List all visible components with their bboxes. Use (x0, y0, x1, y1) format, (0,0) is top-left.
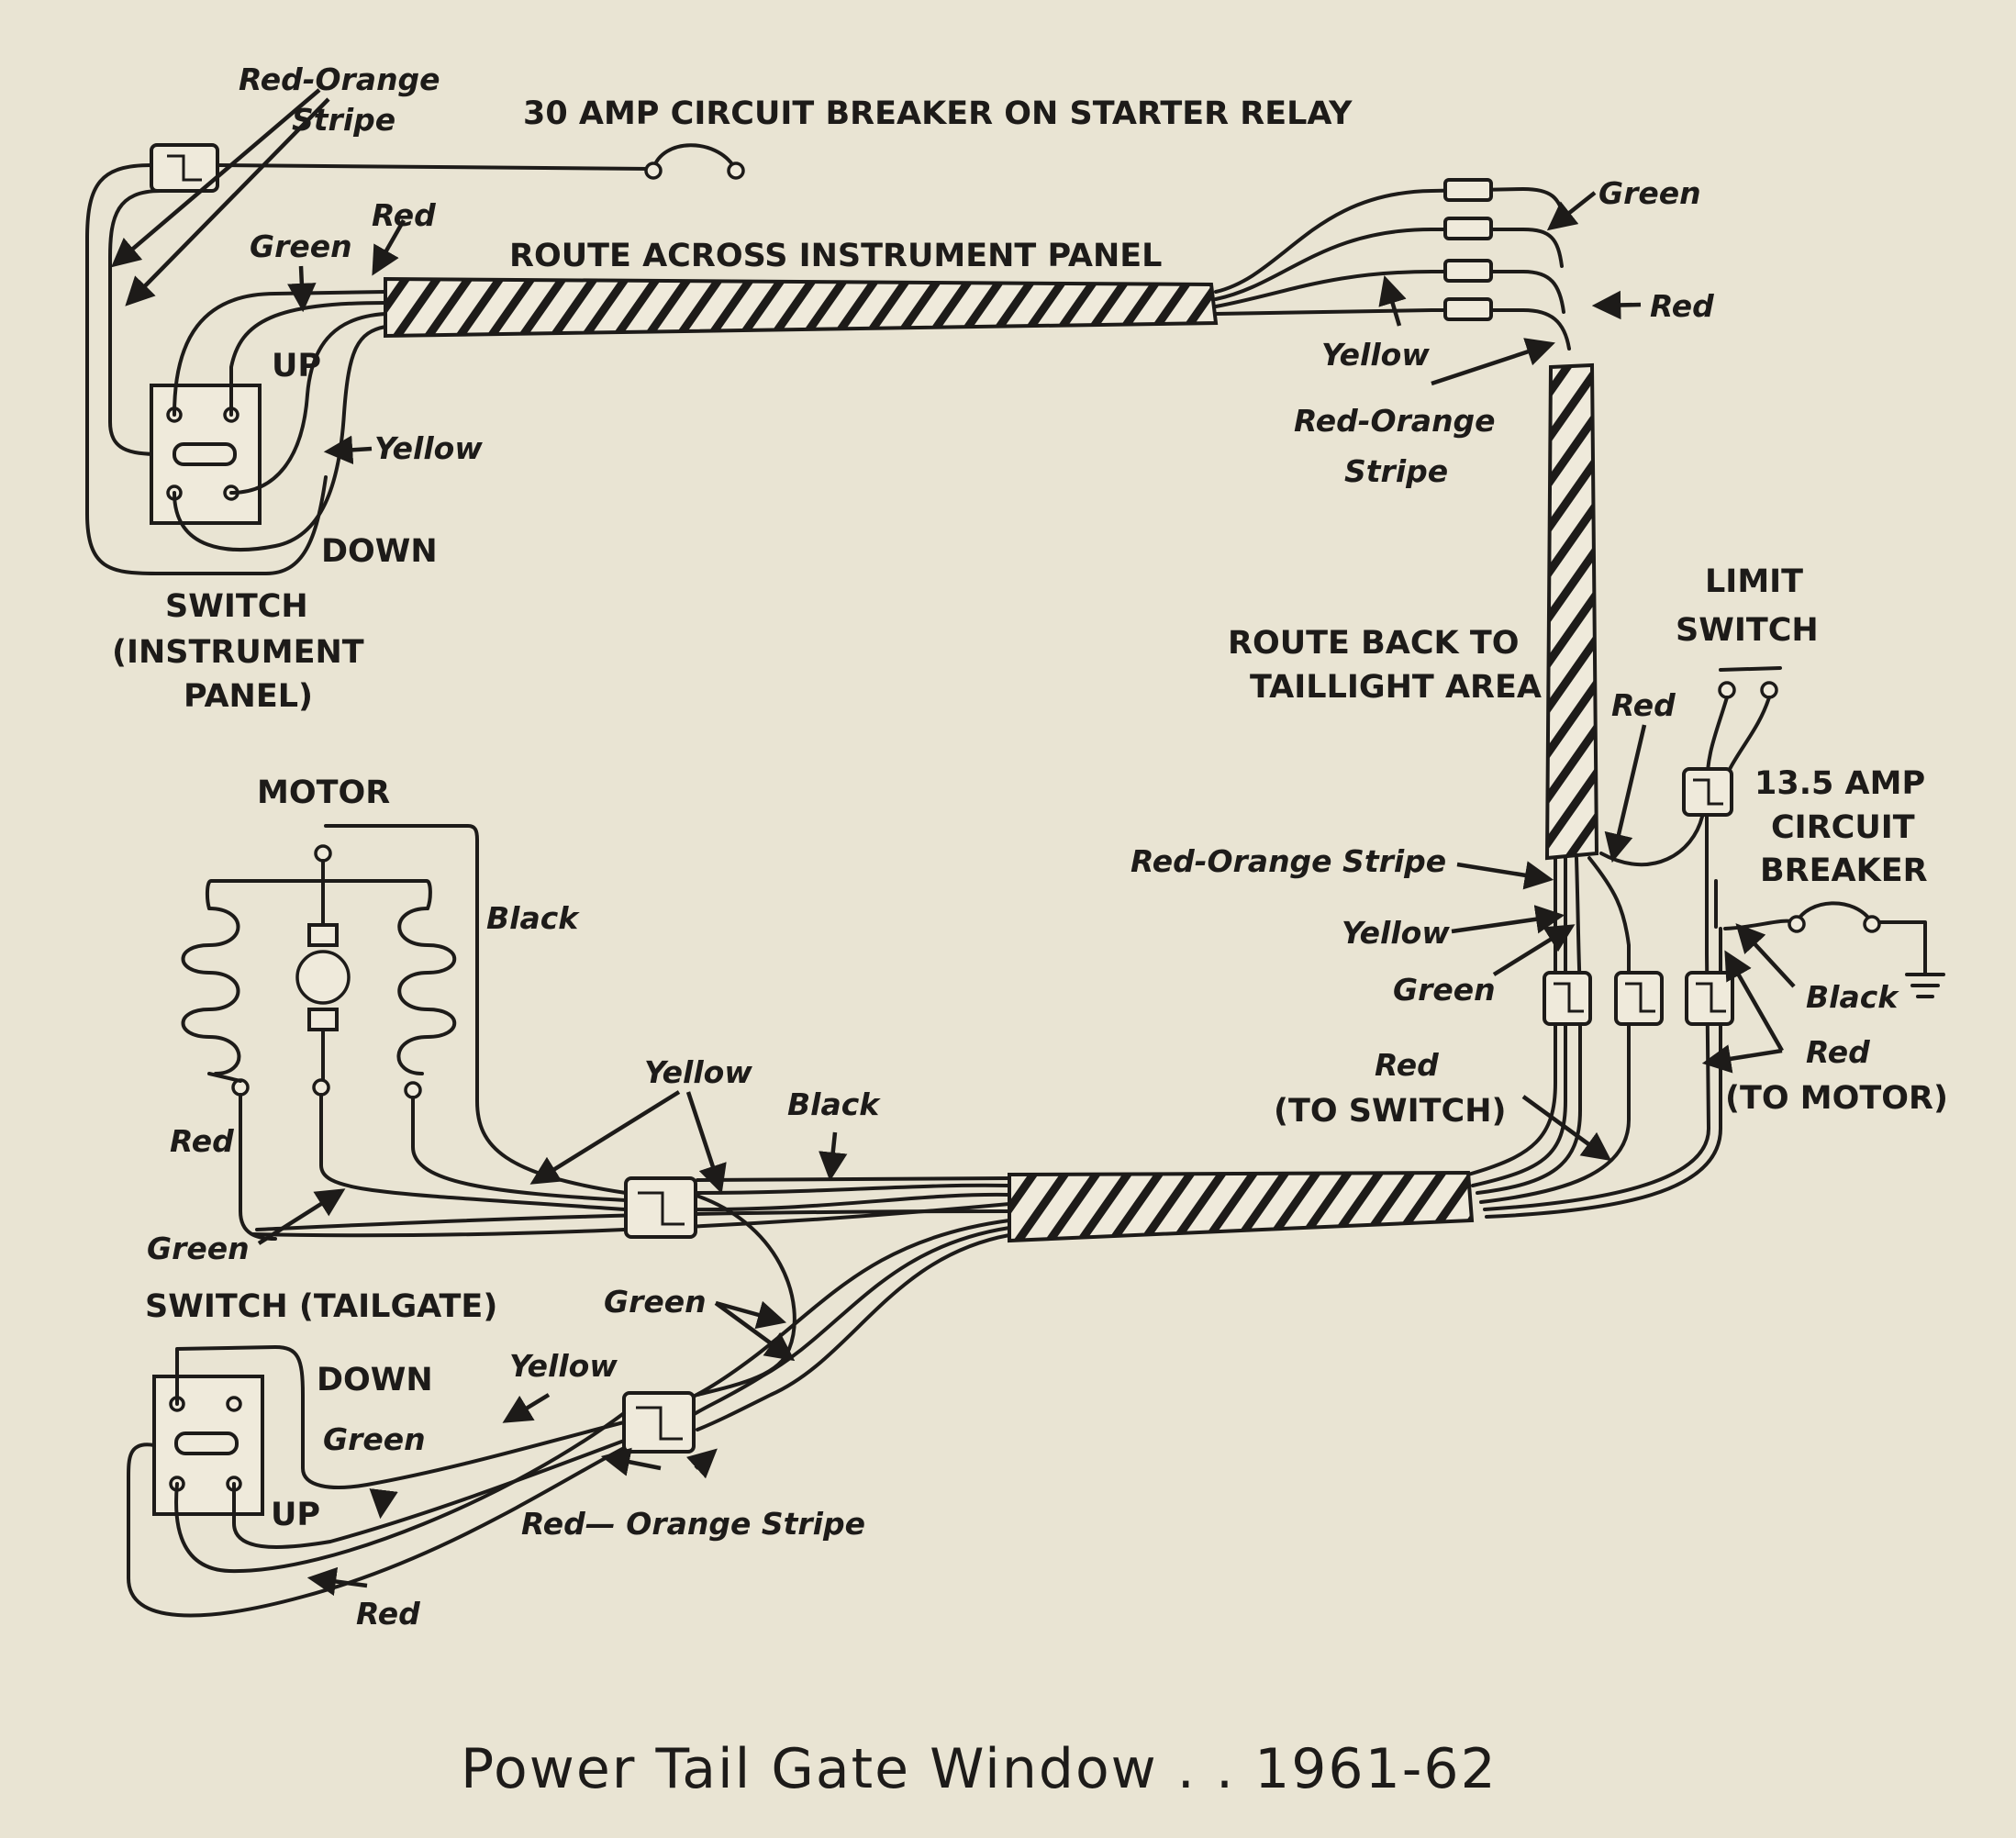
label-30amp-breaker: 30 AMP CIRCUIT BREAKER ON STARTER RELAY (523, 95, 1353, 132)
label-red-to-switch-2: (TO SWITCH) (1274, 1093, 1507, 1130)
label-green-mid: Green (1393, 972, 1496, 1008)
label-down-tg: DOWN (317, 1362, 433, 1398)
diagram-title: Power Tail Gate Window . . 1961-62 (461, 1737, 1498, 1801)
label-route-back-1: ROUTE BACK TO (1228, 625, 1519, 662)
label-green-conn: Green (604, 1284, 707, 1320)
instrument-panel-switch-group (85, 143, 1219, 575)
label-yellow-tg: Yellow (509, 1348, 618, 1384)
label-switch-ip-3: PANEL) (184, 678, 313, 715)
label-switch-tailgate: SWITCH (TAILGATE) (145, 1288, 497, 1325)
harness-instrument-panel (384, 276, 1219, 339)
limit-switch-symbol (1719, 666, 1782, 672)
right-harness-group (1214, 178, 1945, 1219)
label-switch-ip-1: SWITCH (165, 588, 308, 625)
label-route-across: ROUTE ACROSS INSTRUMENT PANEL (509, 238, 1162, 274)
label-red-tg: Red (356, 1596, 420, 1632)
motor-symbol (181, 824, 628, 1241)
connector-upper (624, 1176, 697, 1239)
lower-harness-group (127, 824, 1475, 1618)
label-limit-1: LIMIT (1705, 563, 1803, 600)
label-black-motor: Black (486, 900, 580, 936)
label-switch-ip-2: (INSTRUMENT (112, 634, 364, 671)
label-red-to-switch-1: Red (1375, 1047, 1439, 1083)
label-13-5amp-1: 13.5 AMP (1754, 765, 1925, 802)
label-red-motor: Red (170, 1123, 234, 1159)
label-red-orange-stripe-mid: Red-Orange Stripe (1131, 843, 1446, 879)
label-red-to-motor-2: (TO MOTOR) (1725, 1080, 1948, 1117)
label-yellow-conn: Yellow (644, 1054, 752, 1090)
label-red-orange-stripe-top-2: Stripe (292, 102, 395, 138)
label-yellow-mid: Yellow (1342, 915, 1450, 951)
label-green-ip: Green (250, 228, 352, 264)
label-red-orange-stripe-top-1: Red-Orange (239, 61, 440, 97)
label-13-5amp-3: BREAKER (1760, 852, 1928, 889)
label-red-limit: Red (1611, 687, 1676, 723)
label-red-orange-stripe-bot: Red— Orange Stripe (521, 1506, 865, 1542)
ground-symbol (1905, 973, 1945, 998)
label-yellow-ip: Yellow (374, 430, 483, 466)
label-limit-2: SWITCH (1676, 612, 1819, 649)
label-13-5amp-2: CIRCUIT (1771, 809, 1915, 846)
breaker-30amp-symbol (652, 143, 736, 171)
label-green-right: Green (1598, 175, 1701, 211)
label-up-ip: UP (272, 348, 321, 384)
label-up-tg: UP (271, 1497, 320, 1533)
label-red-orange-right-1: Red-Orange (1294, 403, 1496, 439)
label-red-orange-right-2: Stripe (1344, 453, 1448, 489)
label-yellow-right: Yellow (1321, 337, 1430, 373)
label-black-ground: Black (1806, 979, 1899, 1015)
label-route-back-2: TAILLIGHT AREA (1250, 669, 1542, 706)
label-green-motor: Green (147, 1231, 250, 1266)
label-motor: MOTOR (257, 774, 390, 811)
label-down-ip: DOWN (321, 533, 438, 570)
connector-lower (622, 1391, 696, 1454)
label-red-ip: Red (372, 197, 436, 233)
label-red-to-motor-1: Red (1806, 1034, 1870, 1070)
harness-vertical (1544, 362, 1599, 861)
label-green-tg: Green (323, 1421, 426, 1457)
label-red-right: Red (1650, 288, 1714, 324)
label-black-conn: Black (787, 1086, 881, 1122)
harness-lower (1008, 1170, 1475, 1243)
